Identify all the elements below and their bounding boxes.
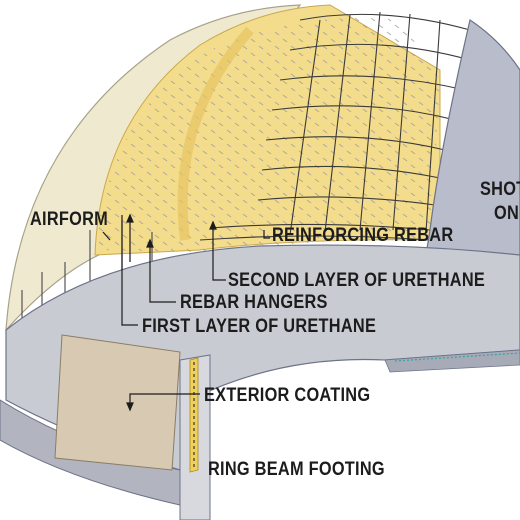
label-ring-beam-footing: RING BEAM FOOTING xyxy=(208,459,385,480)
floor-edge-strip xyxy=(384,349,520,373)
label-reinforcing-rebar: REINFORCING REBAR xyxy=(272,225,454,246)
label-leaders xyxy=(102,213,270,412)
label-airform: AIRFORM xyxy=(30,209,109,230)
second-urethane-edge xyxy=(177,26,254,241)
label-shotcrete-line1: SHOT xyxy=(480,179,520,200)
label-first-layer-urethane: FIRST LAYER OF URETHANE xyxy=(142,316,377,337)
label-shotcrete-line2: ON xyxy=(494,203,520,224)
reinforcing-rebar-grid xyxy=(199,11,471,241)
exterior-coating-panel xyxy=(54,334,181,471)
label-rebar-hangers: REBAR HANGERS xyxy=(180,292,328,313)
label-exterior-coating: EXTERIOR COATING xyxy=(204,385,371,406)
label-second-layer-urethane: SECOND LAYER OF URETHANE xyxy=(228,270,486,291)
